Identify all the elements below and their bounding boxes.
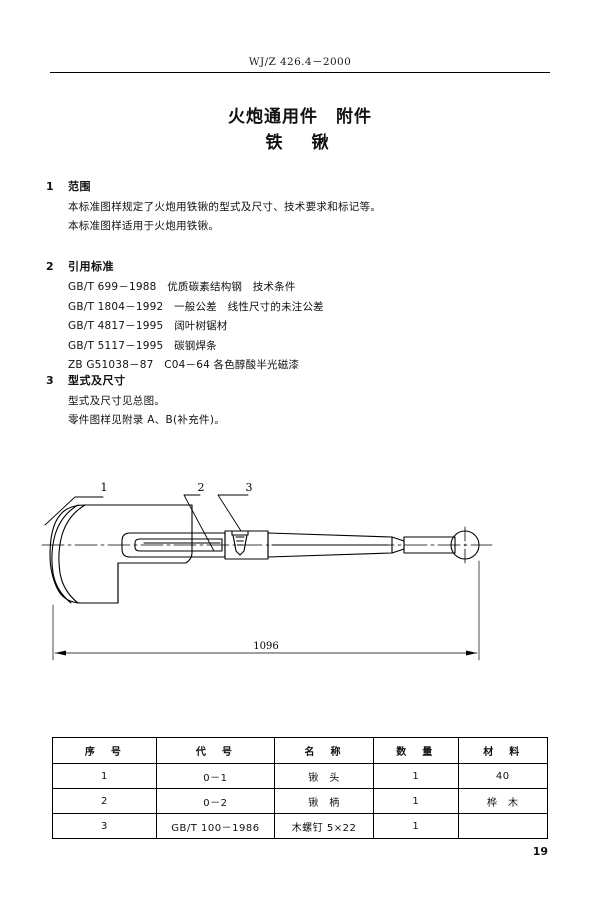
page-header: WJ/Z 426.4－2000	[50, 54, 550, 73]
reference-standard-item: GB/T 699－1988 优质碳素结构钢 技术条件	[68, 281, 296, 293]
page-number: 19	[532, 845, 548, 858]
body-line: 本标准图样适用于火炮用铁锹。	[68, 220, 220, 232]
section-body: 型式及尺寸见总图。 零件图样见附录 A、B(补充件)。	[46, 392, 556, 430]
table-row: 3 GB/T 100－1986 木螺钉 5×22 1	[52, 813, 549, 839]
cell-item-number: 1	[52, 763, 157, 789]
cell-item-number: 3	[52, 813, 157, 839]
header-rule	[50, 72, 550, 73]
section-scope: 1 范围 本标准图样规定了火炮用铁锹的型式及尺寸、技术要求和标记等。 本标准图样适…	[46, 178, 556, 236]
dim-arrow-right	[466, 650, 477, 656]
table-header-cell: 名 称	[274, 737, 375, 764]
blade-outline	[49, 504, 193, 604]
section-heading: 2 引用标准	[46, 258, 556, 274]
table-header-cell: 数 量	[373, 737, 459, 764]
table-row: 1 0－1 锹 头 1 40	[52, 763, 549, 789]
cell-item-number: 2	[52, 788, 157, 814]
callout-number-1: 1	[101, 481, 108, 494]
leader-line-3	[217, 494, 249, 532]
section-heading: 1 范围	[46, 178, 556, 194]
standard-number: WJ/Z 426.4－2000	[248, 56, 352, 68]
section-title: 引用标准	[68, 260, 114, 273]
leader-line-2	[183, 494, 215, 552]
cell-code: 0－1	[155, 763, 276, 789]
technical-drawing: 1 2 3 1096	[0, 455, 600, 705]
cell-quantity: 1	[373, 788, 459, 814]
page-subtitle: 铁 锹	[265, 133, 335, 153]
section-heading: 3 型式及尺寸	[46, 372, 556, 388]
title-block: 火炮通用件 附件 铁 锹	[0, 104, 600, 156]
table-header-row: 序 号 代 号 名 称 数 量 材 料	[52, 737, 549, 764]
cell-code: GB/T 100－1986	[155, 813, 276, 839]
cell-material: 40	[457, 763, 549, 789]
cell-quantity: 1	[373, 763, 459, 789]
table-row: 2 0－2 锹 柄 1 桦 木	[52, 788, 549, 814]
handle-rod	[403, 536, 456, 554]
callout-number-3: 3	[246, 481, 253, 494]
cell-quantity: 1	[373, 813, 459, 839]
section-body: 本标准图样规定了火炮用铁锹的型式及尺寸、技术要求和标记等。 本标准图样适用于火炮…	[46, 198, 556, 236]
section-title: 范围	[68, 180, 91, 193]
callout-number-2: 2	[198, 481, 205, 494]
page-title: 火炮通用件 附件	[228, 107, 372, 127]
handle-collar	[224, 530, 269, 560]
socket-inner-slot	[134, 538, 223, 552]
body-line: 型式及尺寸见总图。	[68, 395, 166, 407]
blade-lip-arc-2	[51, 504, 79, 604]
section-type-and-dimensions: 3 型式及尺寸 型式及尺寸见总图。 零件图样见附录 A、B(补充件)。	[46, 372, 556, 430]
body-line: 本标准图样规定了火炮用铁锹的型式及尺寸、技术要求和标记等。	[68, 201, 382, 213]
screw-thread-lines	[235, 536, 245, 546]
screw-head	[231, 530, 249, 536]
table-header-cell: 材 料	[457, 737, 549, 764]
reference-standard-item: GB/T 1804－1992 一般公差 线性尺寸的未注公差	[68, 300, 324, 313]
cell-name: 锹 柄	[274, 788, 375, 814]
body-line: 零件图样见附录 A、B(补充件)。	[68, 414, 226, 426]
cell-material	[457, 813, 549, 839]
cell-material: 桦 木	[457, 788, 549, 814]
socket-outline	[121, 532, 226, 558]
reference-standard-item: GB/T 5117－1995 碳钢焊条	[68, 339, 217, 352]
section-title: 型式及尺寸	[68, 374, 126, 387]
reference-standard-item: ZB G51038－87 C04－64 各色醇酸半光磁漆	[68, 359, 300, 371]
parts-table: 序 号 代 号 名 称 数 量 材 料 1 0－1 锹 头 1 40 2 0－2…	[52, 737, 549, 839]
cell-name: 锹 头	[274, 763, 375, 789]
section-number: 3	[46, 374, 55, 387]
table-header-cell: 代 号	[155, 737, 276, 764]
dimension-label: 1096	[253, 641, 278, 652]
table-header-cell: 序 号	[52, 737, 157, 764]
section-body: GB/T 699－1988 优质碳素结构钢 技术条件 GB/T 1804－199…	[46, 278, 556, 376]
section-references: 2 引用标准 GB/T 699－1988 优质碳素结构钢 技术条件 GB/T 18…	[46, 258, 556, 376]
section-number: 1	[46, 180, 55, 193]
reference-standard-item: GB/T 4817－1995 阔叶树锯材	[68, 320, 228, 332]
screw-body	[232, 534, 248, 556]
blade-lip-arc-1	[58, 504, 86, 604]
section-number: 2	[46, 260, 55, 273]
cell-code: 0－2	[155, 788, 276, 814]
dim-arrow-left	[55, 650, 66, 656]
leader-line-1	[44, 496, 104, 526]
cell-name: 木螺钉 5×22	[274, 813, 375, 839]
